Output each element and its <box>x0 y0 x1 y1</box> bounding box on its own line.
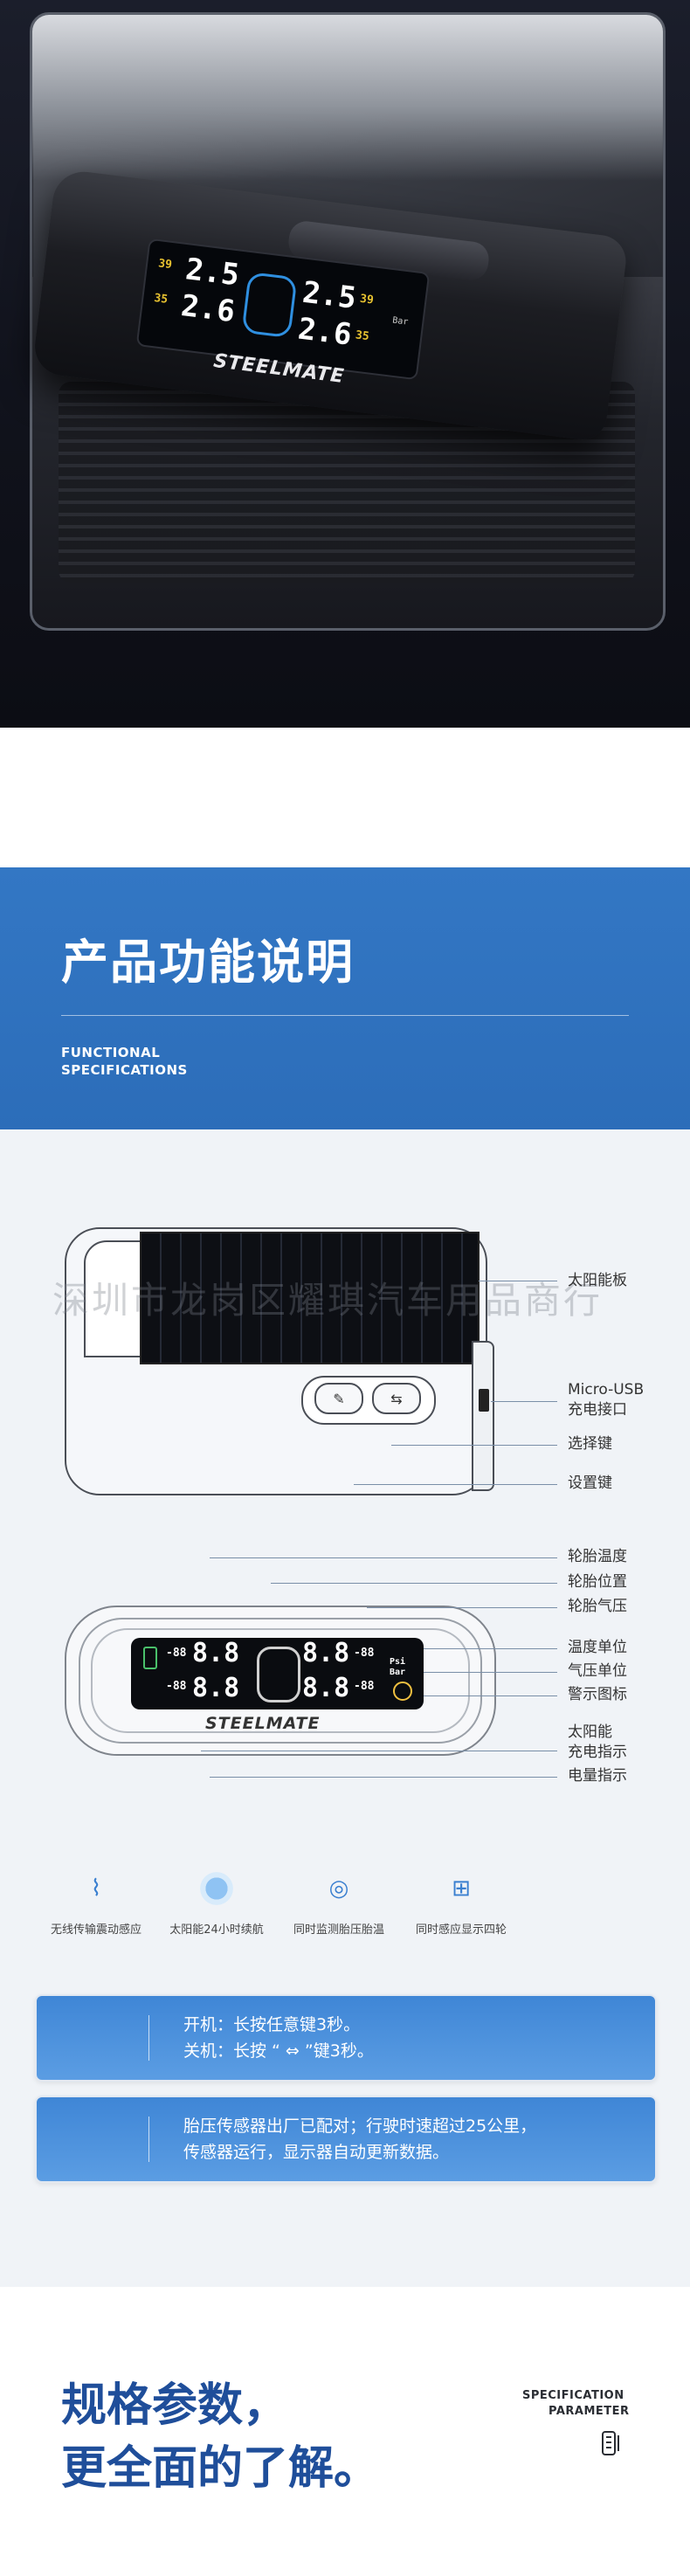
lcd-small-4: -88 <box>354 1680 375 1693</box>
car-icon <box>257 1647 300 1702</box>
subtitle-line-1: FUNCTIONAL <box>61 1045 161 1060</box>
feature-3: ◎ 同时监测胎压胎温 <box>269 1869 409 1937</box>
lcd-press-fr: 2.5 <box>300 274 358 316</box>
line-press-unit <box>424 1672 557 1673</box>
lcd-small-2: -88 <box>166 1680 187 1693</box>
label-tire-press: 轮胎气压 <box>568 1598 627 1615</box>
lcd-press-rr: 2.6 <box>295 311 354 353</box>
lcd-temp-rl: 35 <box>153 291 169 307</box>
section-title: 产品功能说明 <box>61 935 355 990</box>
label-usb-2: 充电接口 <box>568 1401 627 1419</box>
monitor-icon: ◎ <box>328 1875 349 1902</box>
line-battery <box>210 1777 557 1778</box>
spec-tire-icon <box>601 2430 624 2456</box>
spec-title-line-1: 规格参数， <box>61 2379 289 2432</box>
label-battery: 电量指示 <box>568 1767 627 1785</box>
line-select <box>391 1445 557 1446</box>
feature-4: ⊞ 同时感应显示四轮 <box>391 1869 531 1937</box>
lcd-press-rl: 2.6 <box>179 287 238 330</box>
lcd-big-3: 8.8 <box>302 1638 350 1668</box>
alarm-icon <box>393 1682 412 1701</box>
feature-label: 同时监测胎压胎温 <box>293 1923 384 1937</box>
line-alarm <box>424 1695 557 1696</box>
lcd-temp-rr: 35 <box>355 328 370 344</box>
notice-line-1: 开机：长按任意键3秒。 <box>183 2015 361 2034</box>
lcd-bar: Bar <box>390 1668 406 1677</box>
line-tire-press <box>367 1607 557 1608</box>
label-tire-pos: 轮胎位置 <box>568 1573 627 1591</box>
windshield-glow <box>32 15 663 181</box>
section-header <box>0 867 690 1129</box>
notice-text: 开机：长按任意键3秒。 关机：长按 “ ⇔ ”键3秒。 <box>183 2012 374 2064</box>
line-setting <box>354 1484 557 1485</box>
notice-divider <box>148 2117 149 2162</box>
line-usb <box>491 1401 557 1402</box>
label-select-key: 选择键 <box>568 1435 612 1453</box>
subtitle-line-2: SPECIFICATIONS <box>61 1062 188 1078</box>
notice-line-2: 传感器运行，显示器自动更新数据。 <box>183 2143 450 2162</box>
notice-line-2: 关机：长按 “ ⇔ ”键3秒。 <box>183 2041 374 2061</box>
notice-divider <box>148 2015 149 2061</box>
sun-icon <box>197 1869 236 1908</box>
label-solar-panel: 太阳能板 <box>568 1272 627 1289</box>
swap-icon: ⇆ <box>390 1390 403 1407</box>
four-wheel-icon: ⊞ <box>452 1875 471 1902</box>
lcd-big-2: 8.8 <box>192 1673 240 1703</box>
watermark: 深圳市龙岗区耀琪汽车用品商行 <box>52 1279 604 1322</box>
wireless-icon: ⌇ <box>90 1875 102 1902</box>
battery-icon <box>143 1647 157 1669</box>
device-ring-2 <box>91 1628 470 1733</box>
feature-1: ⌇ 无线传输震动感应 <box>26 1869 166 1937</box>
lcd-temp-fr: 39 <box>359 292 375 307</box>
notice-text: 胎压传感器出厂已配对；行驶时速超过25公里， 传感器运行，显示器自动更新数据。 <box>183 2113 536 2165</box>
spec-title: 规格参数， 更全面的了解。 <box>61 2374 379 2500</box>
wrench-icon: ✎ <box>333 1390 345 1407</box>
label-solar-2: 充电指示 <box>568 1744 627 1761</box>
spec-sub-line-1: SPECIFICATION <box>522 2389 624 2402</box>
label-usb-1: Micro-USB <box>568 1381 645 1398</box>
device-side-panel <box>472 1341 494 1491</box>
label-alarm-icon: 警示图标 <box>568 1686 627 1703</box>
car-icon <box>241 271 298 339</box>
label-press-unit: 气压单位 <box>568 1662 627 1680</box>
lcd-small-3: -88 <box>354 1647 375 1660</box>
label-setting-key: 设置键 <box>568 1474 612 1492</box>
notice-line-1: 胎压传感器出厂已配对；行驶时速超过25公里， <box>183 2117 537 2136</box>
label-tire-temp: 轮胎温度 <box>568 1548 627 1565</box>
spec-subtitle: SPECIFICATION PARAMETER <box>522 2388 630 2420</box>
notice-sensor: 胎压传感器出厂已配对；行驶时速超过25公里， 传感器运行，显示器自动更新数据。 <box>35 2096 657 2183</box>
line-temp-unit <box>424 1648 557 1649</box>
lcd-press-fl: 2.5 <box>183 252 242 294</box>
title-divider <box>61 1015 629 1016</box>
line-tire-pos <box>271 1583 557 1584</box>
lcd-small-1: -88 <box>166 1647 187 1660</box>
section-subtitle: FUNCTIONAL SPECIFICATIONS <box>61 1044 188 1079</box>
lcd-segment-display: -88 -88 8.8 8.8 8.8 8.8 -88 -88 Psi Bar <box>131 1638 424 1709</box>
feature-label: 无线传输震动感应 <box>50 1923 141 1937</box>
brand-logo-outline: STEELMATE <box>205 1714 321 1733</box>
usb-port <box>479 1389 489 1412</box>
lcd-psi: Psi <box>390 1657 406 1667</box>
spec-sub-line-2: PARAMETER <box>549 2405 630 2418</box>
line-tire-temp <box>210 1557 557 1558</box>
label-solar-1: 太阳能 <box>568 1723 612 1741</box>
setting-button: ⇆ <box>372 1383 421 1414</box>
lcd-temp-fl: 39 <box>157 257 173 273</box>
lcd-unit: Bar <box>391 315 409 328</box>
label-temp-unit: 温度单位 <box>568 1639 627 1656</box>
spec-title-line-2: 更全面的了解。 <box>61 2442 380 2495</box>
feature-label: 同时感应显示四轮 <box>415 1923 507 1937</box>
select-button: ✎ <box>314 1383 363 1414</box>
solar-panel <box>140 1232 480 1364</box>
feature-label: 太阳能24小时续航 <box>169 1923 264 1937</box>
device-ring-1 <box>79 1618 482 1744</box>
feature-2: 太阳能24小时续航 <box>147 1869 286 1937</box>
lcd-big-1: 8.8 <box>192 1638 240 1668</box>
notice-power: 开机：长按任意键3秒。 关机：长按 “ ⇔ ”键3秒。 <box>35 1994 657 2082</box>
lcd-big-4: 8.8 <box>302 1673 350 1703</box>
